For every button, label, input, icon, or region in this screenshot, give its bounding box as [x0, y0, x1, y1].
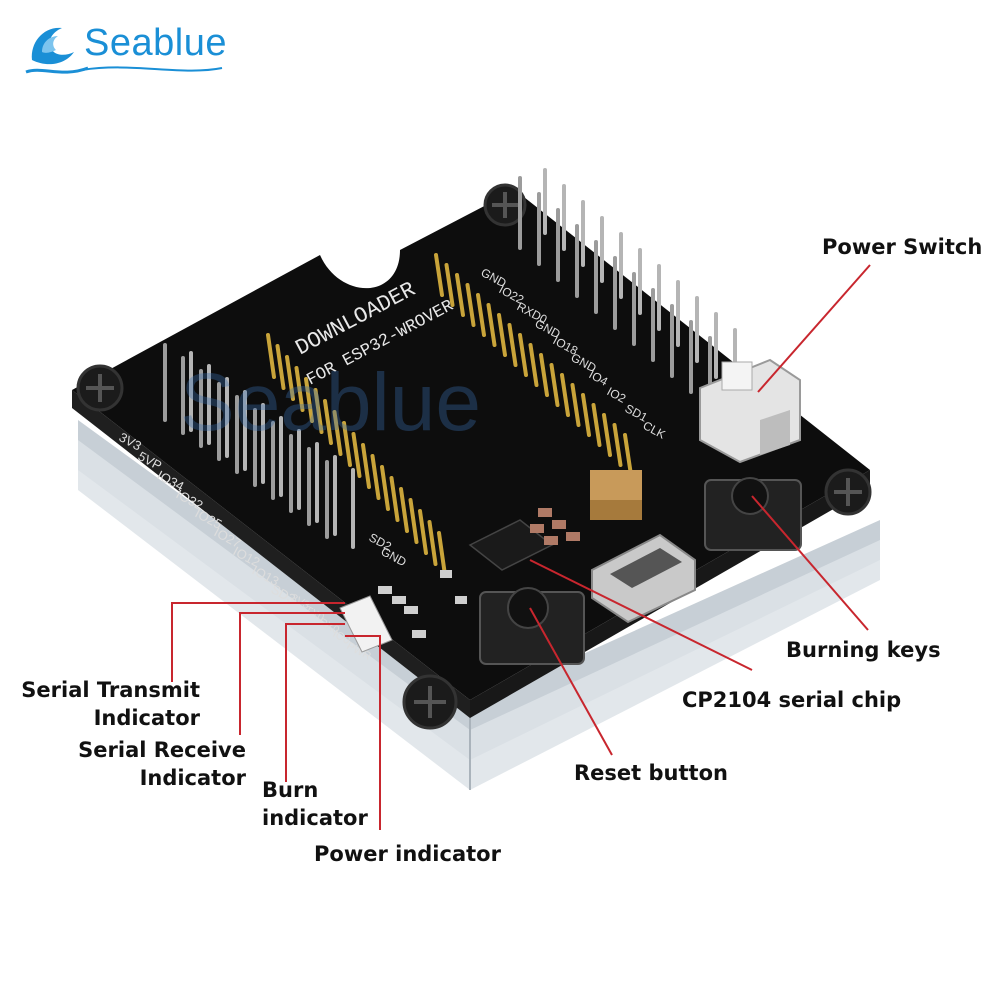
- pin: [437, 531, 447, 577]
- pin: [275, 344, 286, 390]
- serial-transmit-label-line1: Serial Transmit: [21, 678, 200, 702]
- pin: [342, 421, 352, 467]
- pin: [399, 487, 409, 533]
- pin: [370, 454, 381, 500]
- gold-pin-row: [434, 253, 633, 477]
- pin: [518, 333, 528, 377]
- pin: [455, 273, 465, 317]
- serial-receive-label-line1: Serial Receive: [78, 738, 246, 762]
- logo-underline: [81, 66, 223, 72]
- header-pin-row: [163, 343, 355, 549]
- pin: [361, 443, 371, 489]
- reset-button[interactable]: [479, 587, 585, 665]
- micro-usb-port: [591, 533, 696, 624]
- pin: [560, 373, 570, 417]
- serial-transmit-label-line2: Indicator: [93, 706, 200, 730]
- pin: [497, 313, 507, 357]
- pin: [570, 383, 581, 427]
- pin: [285, 355, 295, 401]
- pin: [444, 263, 455, 307]
- pin: [528, 343, 539, 387]
- pin: [266, 333, 276, 379]
- serial-transmit-label: Serial Transmit Indicator: [0, 676, 200, 732]
- serial-receive-label-line2: Indicator: [139, 766, 246, 790]
- pin: [486, 303, 497, 347]
- screw-icon: [483, 183, 527, 227]
- pin: [581, 393, 591, 437]
- pin: [380, 465, 390, 511]
- screw-icon: [402, 674, 458, 730]
- pin: [418, 509, 428, 555]
- brand-logo: Seablue: [22, 12, 242, 82]
- pin: [549, 363, 560, 407]
- logo-text: Seablue: [84, 22, 227, 64]
- pin: [294, 366, 305, 412]
- pin: [591, 403, 602, 447]
- screw-icon: [76, 364, 124, 412]
- pin: [602, 413, 612, 457]
- callout-lines: [171, 264, 871, 830]
- pin: [465, 283, 476, 327]
- wave-logo-icon: [25, 27, 89, 74]
- burn-indicator-label: Burn indicator: [262, 776, 368, 832]
- burn-indicator-label-line1: Burn: [262, 778, 319, 802]
- pin: [507, 323, 518, 367]
- burning-keys-label: Burning keys: [786, 638, 941, 662]
- screw-icon: [824, 468, 872, 516]
- pin: [434, 253, 444, 297]
- burn-button[interactable]: [704, 477, 802, 551]
- cp2104-label: CP2104 serial chip: [682, 688, 902, 712]
- burn-indicator-label-line2: indicator: [262, 806, 368, 830]
- pin: [389, 476, 400, 522]
- power-indicator-label: Power indicator: [314, 842, 501, 866]
- pin: [351, 432, 362, 478]
- power-switch-label: Power Switch: [822, 235, 983, 259]
- power-switch[interactable]: [699, 358, 801, 464]
- pin: [332, 410, 343, 456]
- pin: [323, 399, 333, 445]
- serial-receive-label: Serial Receive Indicator: [40, 736, 246, 792]
- pin: [304, 377, 314, 423]
- pin: [427, 520, 438, 566]
- smd-leds: [378, 570, 467, 638]
- smd-resistors: [530, 508, 580, 545]
- pin: [612, 423, 623, 467]
- pin: [539, 353, 549, 397]
- gold-pin-row: [266, 333, 447, 577]
- pin: [313, 388, 324, 434]
- pin: [476, 293, 486, 337]
- reset-button-label: Reset button: [574, 761, 728, 785]
- pin: [408, 498, 419, 544]
- watermark-text: Seablue: [180, 357, 481, 448]
- pin: [623, 433, 633, 477]
